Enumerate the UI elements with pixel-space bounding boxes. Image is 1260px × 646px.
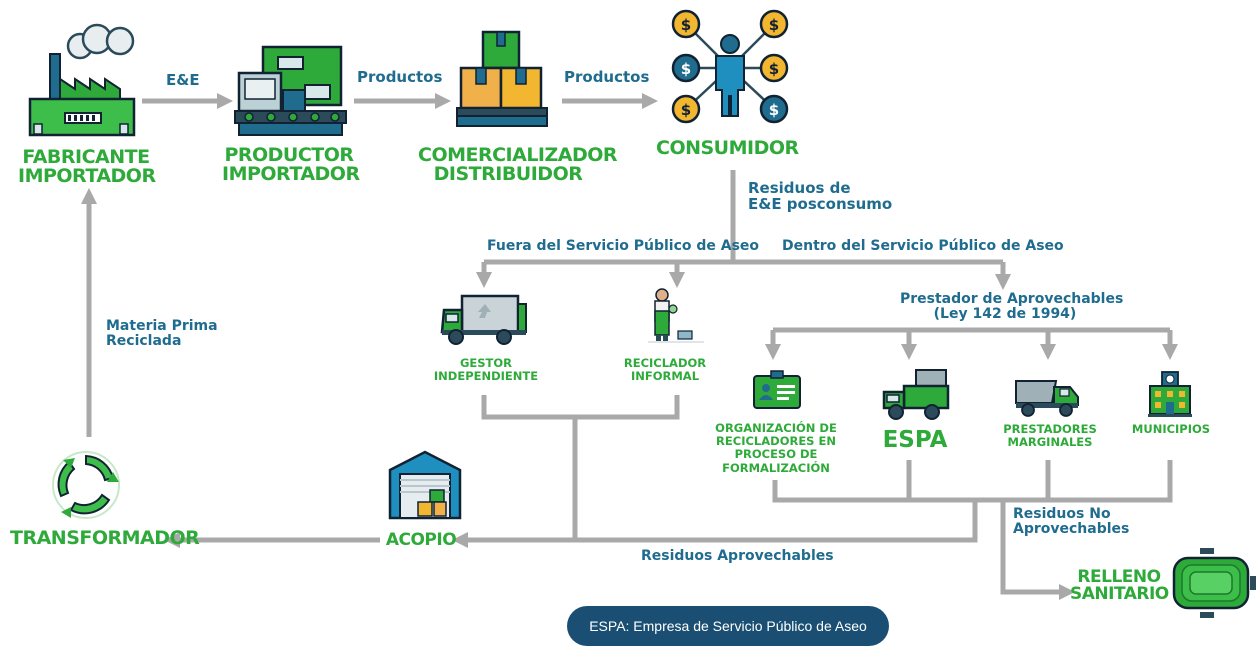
landfill-icon [1172,548,1256,618]
id-card-icon [753,370,801,409]
node-comercializador: COMERCIALIZADOR DISTRIBUIDOR [418,144,618,185]
edge-residuos-no: Residuos No Aprovechables [1013,506,1130,537]
svg-text:$: $ [681,101,691,119]
node-gestor: GESTOR INDEPENDIENTE [433,356,539,384]
edge-residuos-aprovechables: Residuos Aprovechables [641,548,834,564]
node-transformador: TRANSFORMADOR [10,527,200,549]
node-organizacion: ORGANIZACIÓN DE RECICLADORES EN PROCESO … [715,421,837,475]
fuera-merge [481,395,680,420]
edge-dentro: Dentro del Servicio Público de Aseo [782,238,1064,254]
footer-legend: ESPA: Empresa de Servicio Público de Ase… [567,606,889,646]
edge-productos-1: Productos [357,68,443,86]
svg-text:$: $ [681,60,691,78]
warehouse-icon [388,450,462,520]
garbage-truck-icon [440,294,527,345]
node-municipios: MUNICIPIOS [1131,422,1211,436]
node-productor: PRODUCTOR IMPORTADOR [222,144,360,185]
node-consumidor: CONSUMIDOR [656,137,799,159]
municipal-building-icon [1148,371,1192,417]
svg-text:$: $ [769,60,779,78]
edge-materia-prima: Materia Prima Reciclada [106,318,218,349]
dump-truck-icon [1015,380,1079,417]
recycle-icon [52,451,120,519]
recycler-person-icon [648,288,704,343]
node-prestadores: PRESTADORES MARGINALES [1003,422,1097,450]
node-acopio: ACOPIO [385,530,457,550]
svg-text:$: $ [681,16,691,34]
edge-residuos-posconsumo: Residuos de E&E posconsumo [748,179,893,213]
factory-icon [28,23,136,137]
svg-text:$: $ [769,101,779,119]
edge-prestador: Prestador de Aprovechables (Ley 142 de 1… [900,291,1124,322]
edge-fuera: Fuera del Servicio Público de Aseo [487,238,760,254]
svg-text:$: $ [769,16,779,34]
production-machine-icon [234,45,347,136]
node-relleno: RELLENO SANITARIO [1070,567,1169,604]
node-espa: ESPA [882,427,948,453]
espa-truck-icon [882,369,950,420]
boxes-pallet-icon [456,30,548,127]
node-reciclador: RECICLADOR INFORMAL [623,356,707,384]
node-fabricante: FABRICANTE IMPORTADOR [18,146,156,187]
edge-ee: E&E [166,71,200,89]
consumer-dollars-icon: $ $ $ $ $ $ [671,9,789,124]
arrow-no-aprovechables [1000,500,1076,601]
edge-productos-2: Productos [564,68,650,86]
